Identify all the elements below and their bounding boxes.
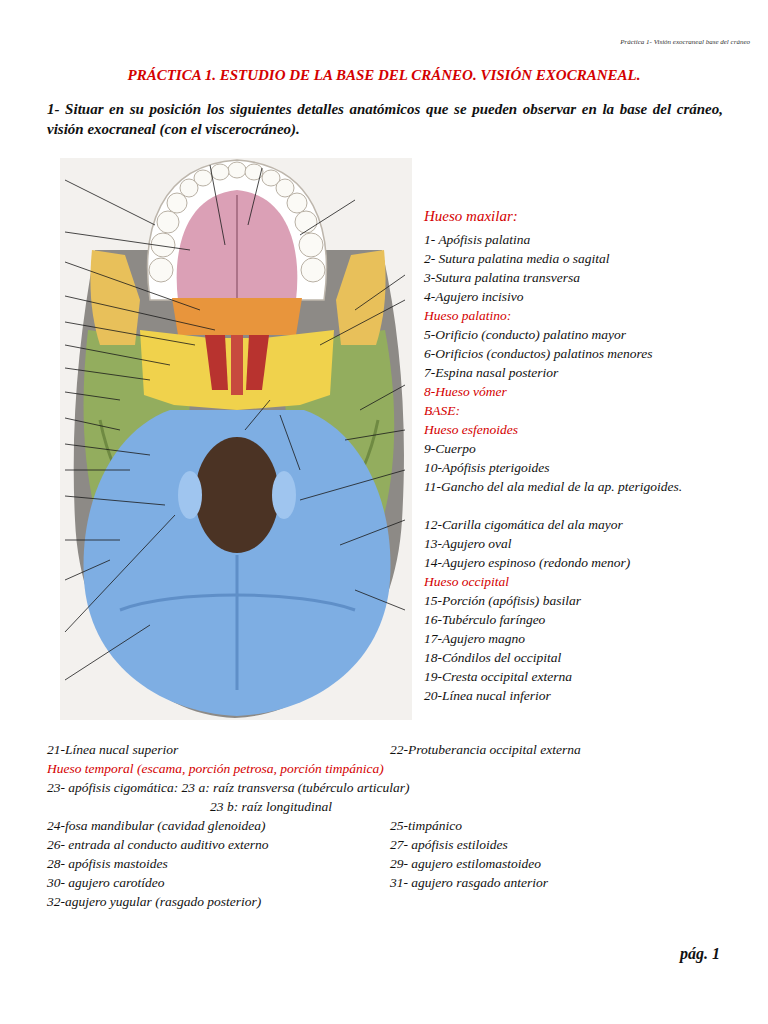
list-item: 25-timpánico	[390, 817, 730, 835]
page-title: PRÁCTICA 1. ESTUDIO DE LA BASE DEL CRÁNE…	[20, 66, 748, 86]
list-item: 9-Cuerpo	[424, 440, 734, 458]
list-item: 21-Línea nucal superior	[47, 741, 377, 759]
list-item: 3-Sutura palatina transversa	[424, 269, 734, 287]
list-item: 13-Agujero oval	[424, 535, 734, 553]
page-number: pág. 1	[640, 944, 720, 965]
list-item: 31- agujero rasgado anterior	[390, 874, 730, 892]
list-item: 22-Protuberancia occipital externa	[390, 741, 730, 759]
section-heading: 8-Hueso vómer	[424, 383, 734, 401]
list-item: 24-fosa mandibular (cavidad glenoidea)	[47, 817, 377, 835]
section-heading: Hueso maxilar:	[424, 207, 734, 227]
list-item: 30- agujero carotídeo	[47, 874, 377, 892]
list-item: 4-Agujero incisivo	[424, 288, 734, 306]
list-item: 27- apófisis estiloides	[390, 836, 730, 854]
list-item: 26- entrada al conducto auditivo externo	[47, 836, 377, 854]
section-heading: Hueso occipital	[424, 573, 734, 591]
list-item: 7-Espina nasal posterior	[424, 364, 734, 382]
list-item: 19-Cresta occipital externa	[424, 668, 734, 686]
list-item: 5-Orificio (conducto) palatino mayor	[424, 326, 734, 344]
list-item: 12-Carilla cigomática del ala mayor	[424, 516, 734, 534]
list-item: 17-Agujero magno	[424, 630, 734, 648]
instruction: 1- Situar en su posición los siguientes …	[47, 100, 723, 139]
list-item: 29- agujero estilomastoideo	[390, 855, 730, 873]
list-item: 15-Porción (apófisis) basilar	[424, 592, 734, 610]
list-item: 23- apófisis cigomática: 23 a: raíz tran…	[47, 779, 697, 797]
section-heading: Hueso temporal (escama, porción petrosa,…	[47, 760, 697, 778]
section-heading: Hueso esfenoides	[424, 421, 734, 439]
section-heading: BASE:	[424, 402, 734, 420]
running-header: Práctica 1- Visión exocraneal base del c…	[540, 38, 750, 47]
list-item: 2- Sutura palatina media o sagital	[424, 250, 734, 268]
list-item: 1- Apófisis palatina	[424, 231, 734, 249]
list-item: 18-Cóndilos del occipital	[424, 649, 734, 667]
list-item: 28- apófisis mastoides	[47, 855, 377, 873]
list-item: 11-Gancho del ala medial de la ap. pteri…	[424, 478, 734, 496]
list-item: 23 b: raíz longitudinal	[210, 798, 610, 816]
section-heading: Hueso palatino:	[424, 307, 734, 325]
list-item: 14-Agujero espinoso (redondo menor)	[424, 554, 734, 572]
list-item: 16-Tubérculo faríngeo	[424, 611, 734, 629]
list-item: 10-Apófisis pterigoides	[424, 459, 734, 477]
list-item: 6-Orificios (conductos) palatinos menore…	[424, 345, 734, 363]
list-item: 32-agujero yugular (rasgado posterior)	[47, 893, 387, 911]
list-item: 20-Línea nucal inferior	[424, 687, 734, 705]
